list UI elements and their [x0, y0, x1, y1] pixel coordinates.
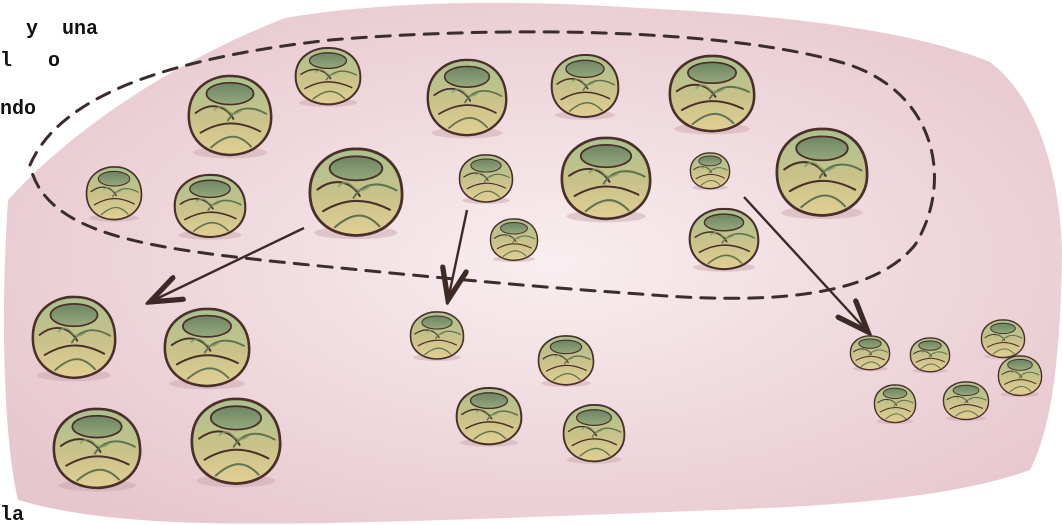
- cabbage-population-13: [490, 219, 537, 262]
- cabbage-top: [550, 340, 581, 354]
- cabbage-top: [883, 388, 907, 398]
- cabbage-population-3: [428, 60, 506, 138]
- cabbage-group-left-17: [54, 409, 140, 491]
- cabbage-population-6: [87, 167, 142, 222]
- cabbage-group-right-27: [874, 385, 915, 424]
- cabbage-top: [704, 214, 743, 231]
- cabbage-top: [422, 316, 452, 329]
- cabbage-population-8: [310, 149, 402, 239]
- cabbage-top: [501, 223, 528, 234]
- cabbage-top: [577, 410, 612, 426]
- cabbage-population-10: [562, 138, 650, 222]
- cabbage-population-14: [690, 209, 759, 272]
- cabbage-top: [50, 304, 97, 326]
- cabbage-top: [190, 180, 230, 197]
- cabbage-top: [919, 341, 941, 350]
- cabbage-population-4: [552, 55, 619, 120]
- cabbage-group-middle-22: [564, 405, 625, 464]
- cabbage-group-left-15: [33, 297, 115, 381]
- cabbage-group-left-16: [165, 309, 249, 389]
- cabbage-group-middle-20: [539, 336, 594, 387]
- cabbage-top: [859, 339, 881, 348]
- cabbage-top: [953, 385, 979, 395]
- cabbage-top: [330, 156, 383, 180]
- cabbage-top: [98, 171, 129, 186]
- cabbage-top: [581, 145, 631, 167]
- cabbage-top: [1008, 359, 1033, 370]
- cabbage-group-middle-21: [457, 388, 522, 447]
- cabbage-group-right-25: [981, 320, 1024, 359]
- cabbage-top: [688, 62, 736, 83]
- cabbage-population-9: [460, 155, 513, 204]
- cabbage-top: [796, 136, 848, 160]
- cabbage-top: [183, 316, 231, 337]
- cabbage-top: [991, 323, 1016, 333]
- cabbage-population-5: [670, 56, 754, 134]
- cabbage-top: [211, 406, 261, 429]
- cabbage-top: [206, 83, 253, 105]
- cabbage-population-12: [777, 129, 867, 219]
- paper-background: [4, 3, 1062, 524]
- cabbage-group-middle-19: [411, 312, 464, 361]
- cabbage-top: [445, 66, 490, 87]
- cabbage-group-right-23: [850, 336, 889, 371]
- cabbage-top: [566, 60, 604, 77]
- cabbage-population-11: [690, 153, 729, 190]
- cabbage-top: [72, 416, 121, 438]
- cabbage-top: [699, 156, 721, 166]
- cabbage-top: [310, 53, 347, 69]
- cabbage-population-1: [189, 76, 271, 158]
- cabbage-group-right-24: [910, 338, 949, 373]
- cabbage-group-right-28: [943, 382, 988, 421]
- cabbage-group-left-18: [192, 399, 280, 487]
- cabbage-top: [471, 159, 501, 172]
- cabbage-population-2: [296, 48, 361, 107]
- cabbage-top: [471, 393, 508, 409]
- cabbage-group-right-26: [998, 356, 1041, 397]
- cabbage-population-7: [175, 175, 246, 240]
